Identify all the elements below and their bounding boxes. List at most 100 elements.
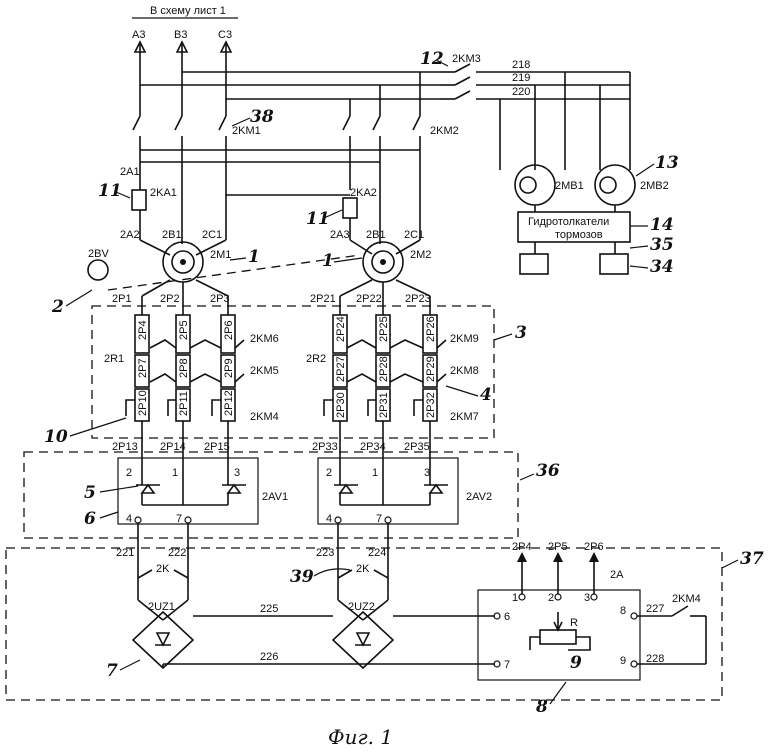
callout-6-leader [99,511,119,519]
p1-label: 2P1 [112,293,132,305]
r2-p28: 2P28 [378,356,390,382]
callout-1-left-leader [229,257,247,261]
hydro-pusher-box [517,211,631,243]
callout-13: 13 [655,153,679,173]
potentiometer-r [539,629,577,645]
r1-p5: 2P5 [178,320,190,340]
callout-8: 8 [535,697,548,717]
r2-p24: 2P24 [335,316,347,342]
p2-label: 2P2 [160,293,180,305]
fan-motor-1-inner [519,176,537,194]
mod-term-8 [630,612,638,620]
mod-term-7 [493,660,501,668]
r1-p7: 2P7 [137,358,149,378]
uz2-label: 2UZ2 [348,601,375,613]
mod-p6-label: 2P6 [584,541,604,553]
m1-b-label: 2B1 [162,229,182,241]
r2-p29: 2P29 [425,356,437,382]
callout-34-leader [629,265,649,269]
km2-label: 2KM2 [430,125,459,137]
callout-4: 4 [480,385,492,405]
callout-3: 3 [515,323,527,343]
p13-label: 2P13 [112,441,138,453]
av1-term7 [184,516,192,524]
ka1-relay [131,189,147,211]
shaft-link [107,254,361,291]
av2-t4: 4 [326,513,332,525]
mod-t8: 8 [620,605,626,617]
av2-term7 [384,516,392,524]
ka2-label: 2KA2 [350,187,377,199]
resistor-stack-2 [323,314,447,450]
av1-term4 [134,516,142,524]
av-outer-box [23,451,519,539]
r1-group-label: 2R1 [104,353,124,365]
p14-label: 2P14 [160,441,186,453]
encoder-2bv [87,259,109,281]
module-2a-inputs [517,552,599,594]
diode-uz1 [155,632,171,647]
r2-p25: 2P25 [378,316,390,342]
fan-motor-1-outer [514,164,556,206]
p15-label: 2P15 [204,441,230,453]
mod-p5-label: 2P5 [548,541,568,553]
callout-7-leader [119,659,141,671]
callout-38-leader [231,117,251,127]
feeder-lines [140,71,455,116]
km8-label: 2KM8 [450,365,479,377]
module-2a-box [477,589,641,681]
mod-term-3 [590,593,598,601]
p23-label: 2P23 [405,293,431,305]
k2-label: 2K [356,563,370,575]
r2-group-label: 2R2 [306,353,326,365]
km4-feedback-wiring [637,605,707,665]
callout-6: 6 [84,509,96,529]
r2-p27: 2P27 [335,356,347,382]
callout-11-left-leader [115,191,131,199]
fan-motor-2-outer [594,164,636,206]
callout-3-leader [493,333,513,341]
av1-internal [136,450,246,506]
callout-34: 34 [650,257,674,277]
callout-9: 9 [570,653,582,673]
av1-t2: 2 [126,467,132,479]
mod-t9: 9 [620,655,626,667]
rotor-2-wires [339,279,431,315]
callout-10-leader [69,417,127,437]
bus-a-label: A3 [132,29,145,41]
p21-label: 2P21 [310,293,336,305]
av2-term4 [334,516,342,524]
callout-13-leader [635,163,655,177]
m2-c-label: 2C1 [404,229,424,241]
potentiometer-leads [529,636,591,651]
potentiometer-wiper [553,612,563,632]
bus-lines [133,40,233,116]
wire-219-label: 219 [512,72,530,84]
mod-term-2 [554,593,562,601]
cross-wiring [140,149,420,196]
mb1-label: 2MB1 [555,180,584,192]
dc-bus-wires [162,615,495,668]
a1-label: 2A1 [120,166,140,178]
bus-b-label: B3 [174,29,187,41]
callout-5-leader [99,485,139,493]
callout-35: 35 [650,235,674,255]
km3-label: 2KM3 [452,53,481,65]
hydro-label-1: Гидротолкатели [528,216,609,228]
r2-p26: 2P26 [425,316,437,342]
p34-label: 2P34 [360,441,386,453]
callout-1-right: 1 [322,251,334,271]
r1-p4: 2P4 [137,320,149,340]
a3-label: 2A3 [330,229,350,241]
r1-p6: 2P6 [223,320,235,340]
w228-label: 228 [646,653,664,665]
av2-box [317,457,459,525]
callout-1-left: 1 [248,247,260,267]
km4-label: 2KM4 [250,411,279,423]
callout-10: 10 [44,427,68,447]
mb2-label: 2MB2 [640,180,669,192]
wire-218-label: 218 [512,59,530,71]
mod-term-1 [518,593,526,601]
mod-km4-label: 2KM4 [672,593,701,605]
p35-label: 2P35 [404,441,430,453]
